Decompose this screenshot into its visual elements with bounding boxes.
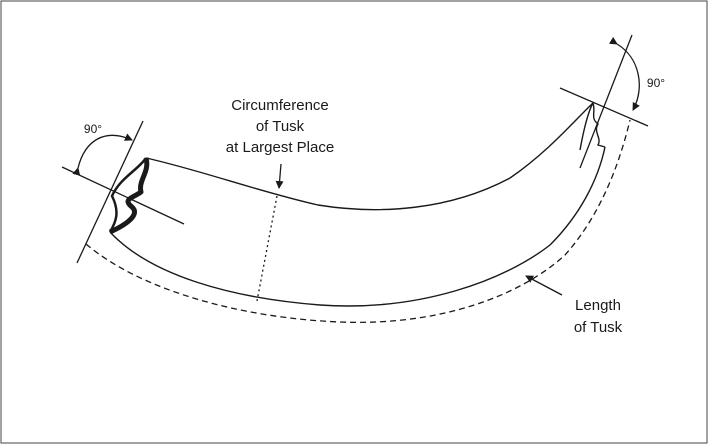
right-angle-label: 90° [647,76,665,90]
base-reference-line [76,120,144,264]
circumference-label-line2: of Tusk [256,118,305,135]
circumference-arrow [275,163,284,189]
circumference-dotted-line [256,195,278,302]
length-label-line2: of Tusk [574,319,623,336]
length-arrow [525,275,563,296]
circumference-label-line3: at Largest Place [226,139,334,156]
circumference-label-line1: Circumference [231,97,329,114]
left-angle-arrow [72,133,133,176]
length-label-line1: Length [575,297,621,314]
left-angle-label: 90° [84,122,102,136]
tip-perpendicular-line [559,87,649,127]
length-dashed-line [85,119,631,324]
tusk-outline [109,102,606,307]
right-angle-arrow [608,36,640,111]
base-perpendicular-line [61,166,185,225]
tusk-base-edge-inner [108,157,148,233]
tip-reference-line [579,34,633,169]
